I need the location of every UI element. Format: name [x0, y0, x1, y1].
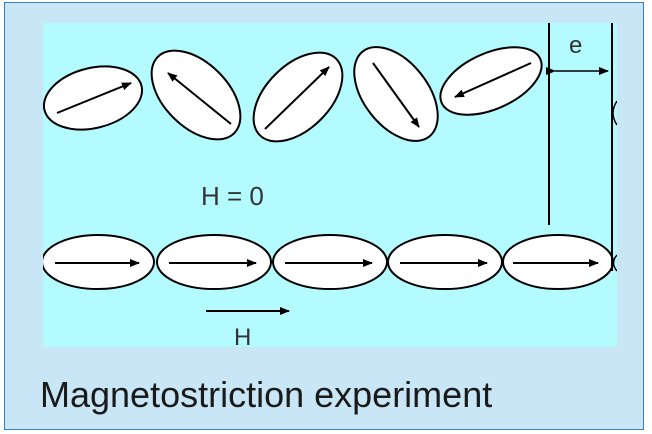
- magnetostriction-diagram: H = 0 H: [43, 23, 617, 347]
- domain-top-3: [252, 51, 344, 143]
- domain-bottom-1: [43, 234, 155, 290]
- magnetization-arrow: [56, 82, 132, 114]
- domain-bottom-4: [387, 234, 503, 290]
- top-row-domains: [43, 46, 543, 143]
- bottom-row-domains: [43, 234, 614, 290]
- magnetization-arrow: [372, 62, 420, 128]
- slide-frame: H = 0 H: [4, 2, 644, 430]
- clipped-glyph-lower: [612, 254, 617, 272]
- zero-field-label: H = 0: [201, 181, 264, 211]
- applied-field-label: H: [234, 324, 251, 347]
- magnetization-arrow: [264, 66, 330, 130]
- domain-bottom-5: [502, 234, 614, 290]
- domain-bottom-3: [272, 234, 388, 290]
- caption: Magnetostriction experiment: [40, 374, 493, 415]
- elongation-label: e: [569, 32, 582, 59]
- clipped-glyph-upper: [612, 100, 617, 126]
- domain-top-2: [150, 49, 242, 141]
- domain-top-1: [43, 65, 144, 131]
- domain-bottom-2: [156, 234, 272, 290]
- magnetization-arrow: [167, 72, 232, 125]
- domain-top-5: [439, 46, 543, 116]
- magnetization-arrow: [454, 62, 532, 98]
- domain-top-4: [353, 46, 439, 142]
